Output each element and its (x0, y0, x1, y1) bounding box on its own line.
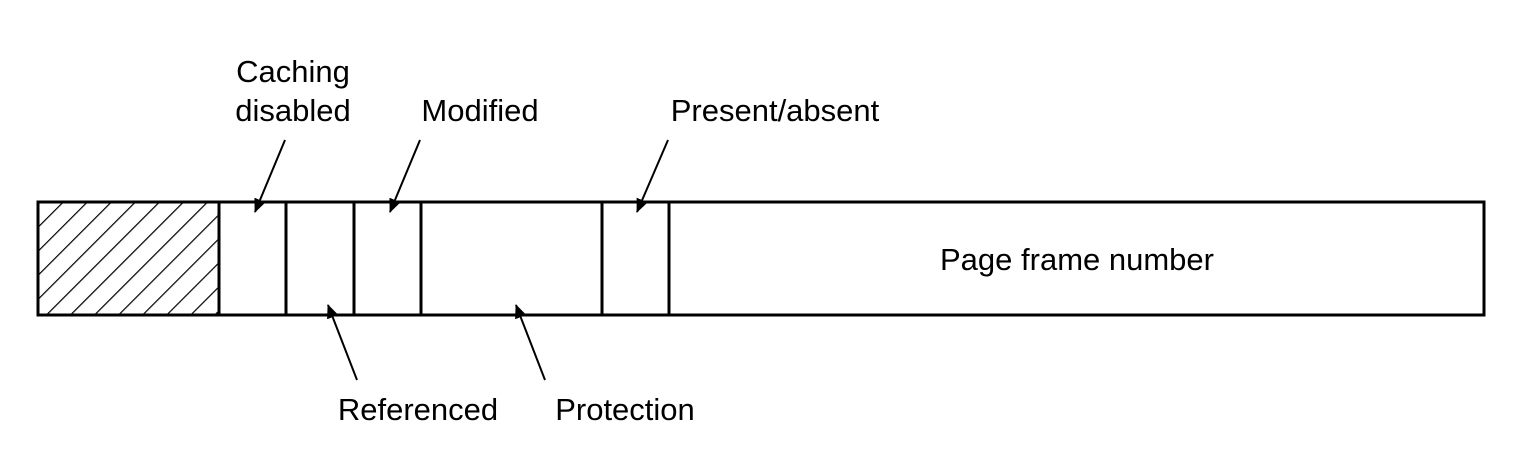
referenced-label: Referenced (338, 392, 498, 427)
modified-label: Modified (421, 93, 538, 128)
caching-disabled-label-line2: disabled (235, 93, 350, 128)
caching-disabled-field (217, 200, 288, 317)
protection-field (419, 200, 604, 317)
protection-arrow (515, 304, 546, 381)
present-absent-arrow (636, 139, 669, 213)
modified-field (352, 200, 423, 317)
page-table-entry (36, 200, 1486, 317)
caching-disabled-arrow (254, 139, 286, 213)
referenced-field (284, 200, 356, 317)
present-absent-label: Present/absent (671, 93, 880, 128)
referenced-arrow (327, 304, 358, 381)
present-absent-field (600, 200, 671, 317)
unused-bits-field (36, 200, 221, 317)
page-frame-number-label: Page frame number (940, 242, 1214, 277)
page-frame-number-field (667, 200, 1486, 317)
caching-disabled-label-line1: Caching (236, 54, 350, 89)
modified-arrow (389, 139, 421, 213)
protection-label: Protection (555, 392, 695, 427)
